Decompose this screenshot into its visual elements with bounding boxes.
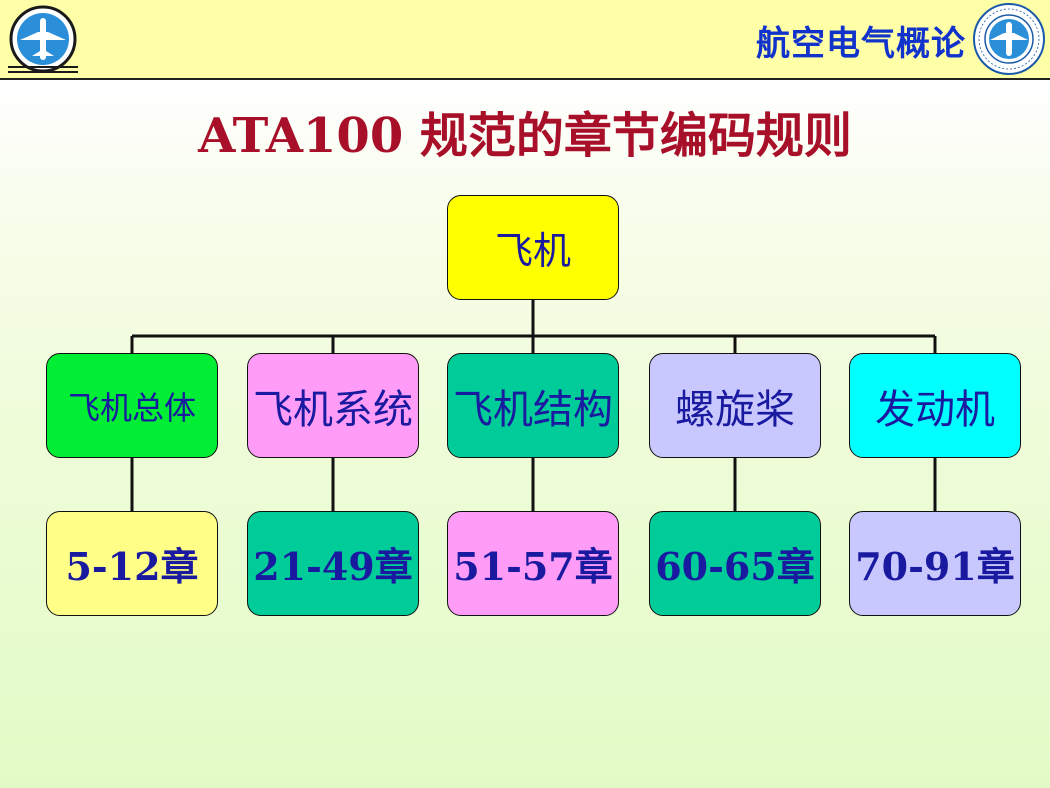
airplane-logo-icon — [8, 5, 78, 73]
category-node-structure: 飞机结构 — [447, 353, 619, 458]
university-seal-icon — [973, 3, 1045, 75]
category-node-propeller: 螺旋桨 — [649, 353, 821, 458]
chapter-node-engine: 70-91章 — [849, 511, 1021, 616]
chapter-node-structure: 51-57章 — [447, 511, 619, 616]
slide-title: ATA100 规范的章节编码规则 — [198, 108, 852, 164]
category-node-general: 飞机总体 — [46, 353, 218, 458]
category-node-engine: 发动机 — [849, 353, 1021, 458]
category-node-systems: 飞机系统 — [247, 353, 419, 458]
slide-header: 航空电气概论 — [0, 0, 1050, 80]
chapter-node-general: 5-12章 — [46, 511, 218, 616]
course-title: 航空电气概论 — [756, 24, 966, 64]
root-node-aircraft: 飞机 — [447, 195, 619, 300]
chapter-node-systems: 21-49章 — [247, 511, 419, 616]
chapter-node-propeller: 60-65章 — [649, 511, 821, 616]
